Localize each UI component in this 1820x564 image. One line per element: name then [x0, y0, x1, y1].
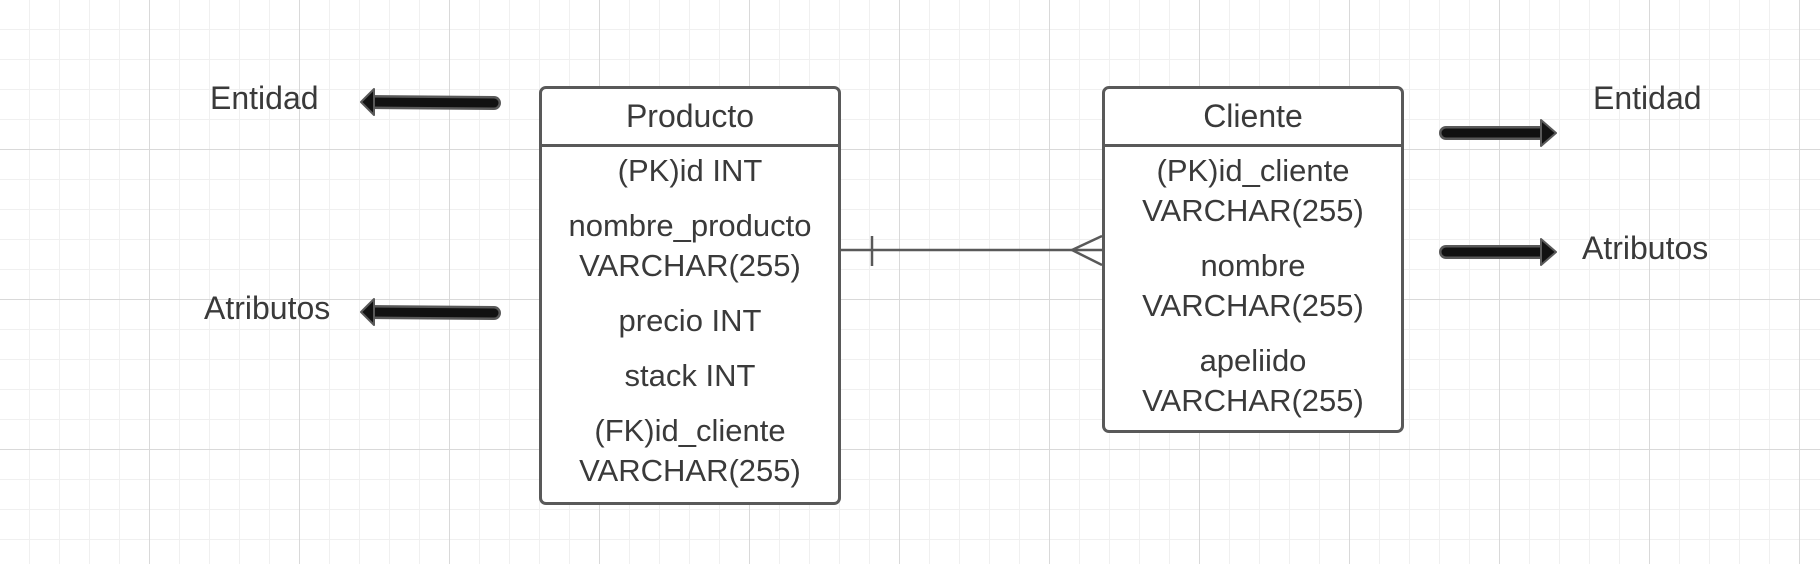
attribute-list: (PK)id_cliente VARCHAR(255) nombre VARCH… [1105, 147, 1401, 421]
cardinality-many-crowfoot-top [1071, 234, 1103, 252]
entity-title: Producto [542, 89, 838, 147]
attribute-row: (PK)id_cliente VARCHAR(255) [1142, 153, 1364, 228]
cardinality-many-crowfoot-bottom [1071, 248, 1103, 267]
attribute-row: stack INT [624, 358, 756, 393]
annotation-label-attributes-right: Atributos [1582, 230, 1709, 266]
arrow-right-entity [1439, 119, 1557, 147]
arrow-left-attributes [360, 298, 501, 326]
annotation-label-attributes-left: Atributos [204, 290, 331, 326]
attribute-row: precio INT [618, 303, 762, 338]
annotation-label-entity-right: Entidad [1593, 80, 1702, 116]
entity-cliente[interactable]: Cliente (PK)id_cliente VARCHAR(255) nomb… [1102, 86, 1404, 433]
attribute-list: (PK)id INT nombre_producto VARCHAR(255) … [542, 147, 838, 491]
attribute-row: (PK)id INT [617, 153, 763, 188]
annotation-label-entity-left: Entidad [210, 80, 319, 116]
arrow-right-attributes [1439, 238, 1557, 266]
arrow-left-entity [360, 88, 501, 116]
entity-title: Cliente [1105, 89, 1401, 147]
attribute-row: nombre VARCHAR(255) [1142, 248, 1364, 323]
attribute-row: apeliido VARCHAR(255) [1142, 343, 1364, 418]
attribute-row: nombre_producto VARCHAR(255) [568, 208, 812, 283]
attribute-row: (FK)id_cliente VARCHAR(255) [579, 413, 801, 488]
entity-producto[interactable]: Producto (PK)id INT nombre_producto VARC… [539, 86, 841, 505]
relationship-connector [840, 234, 1103, 267]
